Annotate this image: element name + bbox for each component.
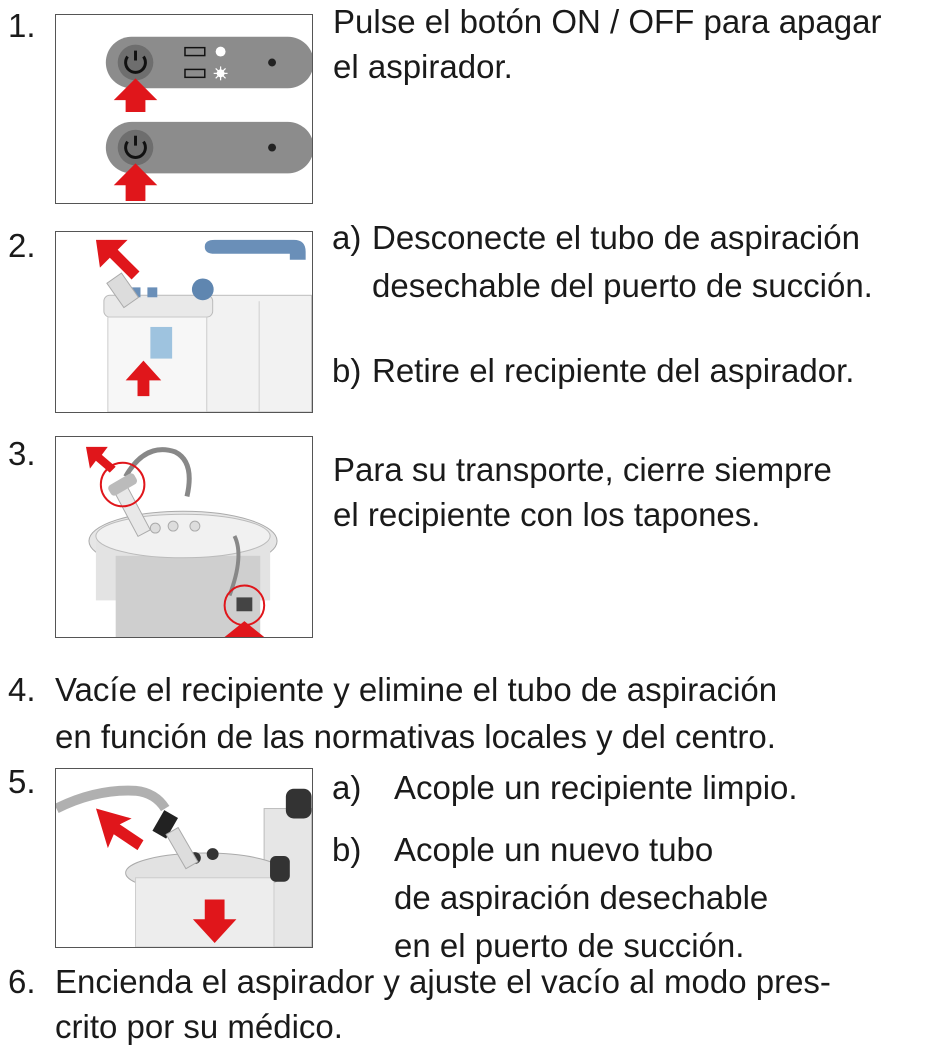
step-5-item-b-label: b) <box>332 831 362 868</box>
close-container-caps-image <box>85 446 278 637</box>
step-1-text-line-1: Pulse el botón ON / OFF para apagar <box>333 3 882 40</box>
step-2-item-a-line-2: desechable del puerto de succión. <box>372 267 873 304</box>
step-2-item-a-label: a) <box>332 219 362 256</box>
step-6-text-line-2: crito por su médico. <box>55 1008 343 1045</box>
step-1-number: 1. <box>8 7 36 44</box>
step-5-illustration <box>55 768 313 948</box>
step-2-illustration <box>55 231 313 413</box>
remove-container-image <box>95 239 312 412</box>
step-3-text-line-1: Para su transporte, cierre siempre <box>333 451 832 488</box>
step-3-text-line-2: el recipiente con los tapones. <box>333 496 761 533</box>
step-2-item-a-line-1: Desconecte el tubo de aspiración <box>372 219 860 256</box>
step-4-number: 4. <box>8 671 36 708</box>
step-5-number: 5. <box>8 763 36 800</box>
step-2-item-a: a) Desconecte el tubo de aspiración desech… <box>332 214 873 310</box>
step-5-item-b-line-2: de aspiración desechable <box>394 879 769 916</box>
step-4-text-line-1: Vacíe el recipiente y elimine el tubo de… <box>55 671 778 708</box>
step-2-item-b-line-1: Retire el recipiente del aspirador. <box>372 352 855 389</box>
step-5-item-a-line-1: Acople un recipiente limpio. <box>394 769 798 806</box>
step-2-item-b: b) Retire el recipiente del aspirador. <box>332 347 854 395</box>
step-5-item-a: a) Acople un recipiente limpio. <box>332 764 798 812</box>
step-5-item-b-line-1: Acople un nuevo tubo <box>394 831 714 868</box>
step-3-number: 3. <box>8 435 36 472</box>
step-5-item-a-label: a) <box>332 769 362 806</box>
step-1-text-line-2: el aspirador. <box>333 48 513 85</box>
step-5-item-b-line-3: en el puerto de succión. <box>394 927 745 964</box>
step-6-text-line-1: Encienda el aspirador y ajuste el vacío … <box>55 963 831 1000</box>
step-3-illustration <box>55 436 313 638</box>
step-5-item-b: b) Acople un nuevo tubo de aspiración dese… <box>332 826 768 970</box>
step-1-illustration <box>55 14 313 204</box>
step-2-number: 2. <box>8 227 36 264</box>
on-off-panel-image <box>105 36 312 202</box>
step-4-text-line-2: en función de las normativas locales y d… <box>55 718 776 755</box>
step-2-item-b-label: b) <box>332 352 362 389</box>
attach-container-tube-image <box>56 785 312 947</box>
step-6-number: 6. <box>8 963 36 1000</box>
